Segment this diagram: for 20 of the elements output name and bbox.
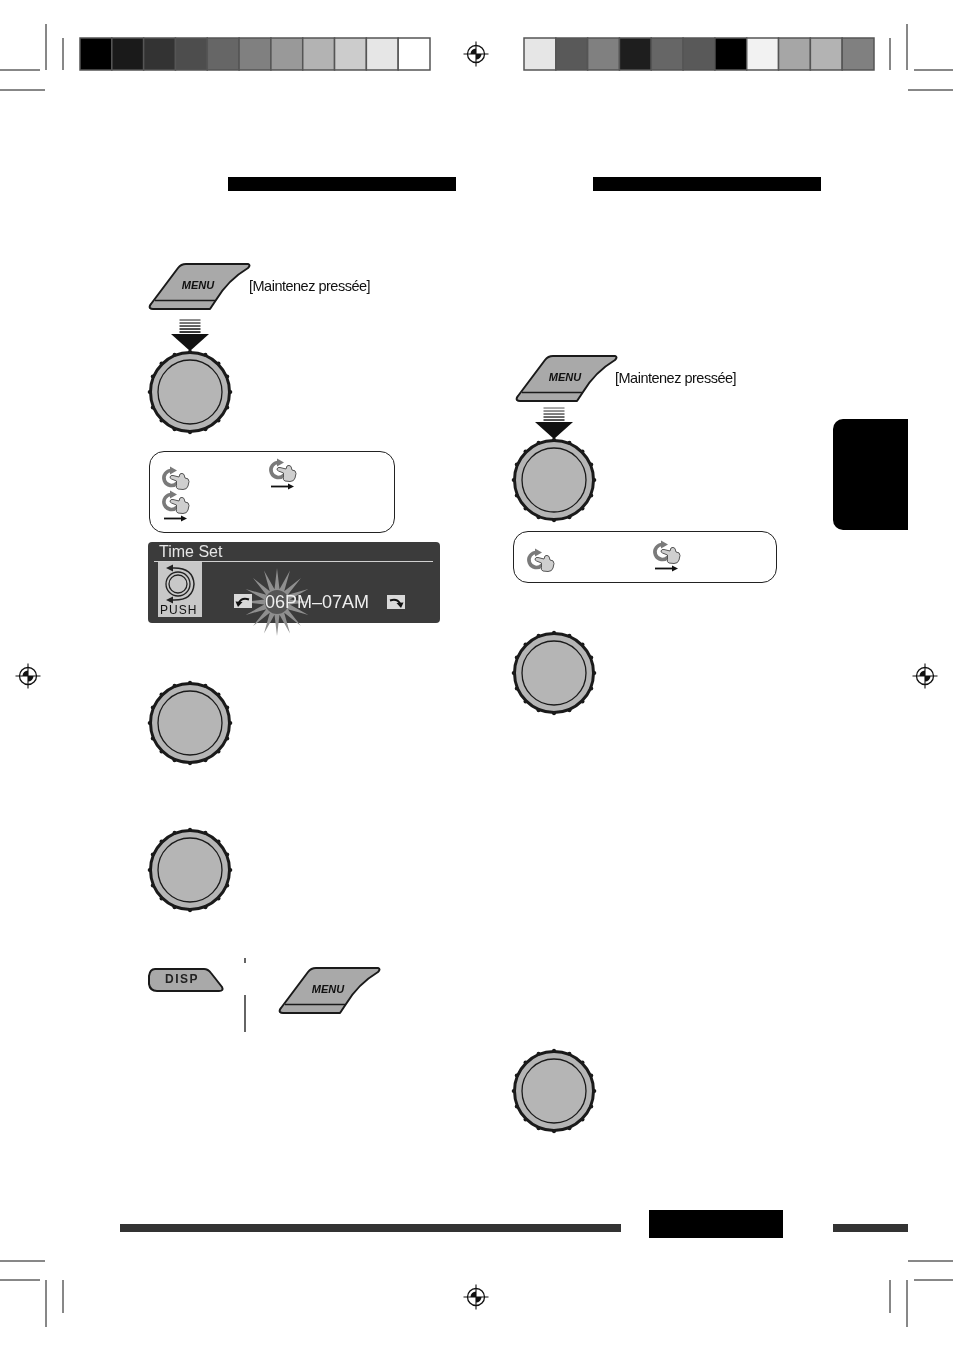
menu-button: MENU <box>148 262 251 312</box>
time-range-text: 06PM–07AM <box>265 592 370 612</box>
control-knob <box>147 680 233 766</box>
control-knob <box>511 437 597 523</box>
menu-button: MENU <box>278 966 381 1016</box>
instruction-text: [Maintenez pressée] <box>249 277 371 295</box>
control-knob <box>147 827 233 913</box>
heading-bar <box>593 177 821 191</box>
screen-title: Time Set <box>159 543 223 561</box>
info-panel <box>513 531 777 583</box>
heading-bar <box>228 177 456 191</box>
info-panel <box>149 451 395 533</box>
tile-label: PUSH <box>160 604 198 616</box>
control-knob <box>147 349 233 435</box>
side-tab <box>833 419 908 530</box>
disp-button: DISP <box>147 967 225 993</box>
instruction-text: [Maintenez pressée] <box>615 369 737 387</box>
control-knob <box>511 1048 597 1134</box>
push-tile <box>158 562 202 617</box>
control-knob <box>511 630 597 716</box>
